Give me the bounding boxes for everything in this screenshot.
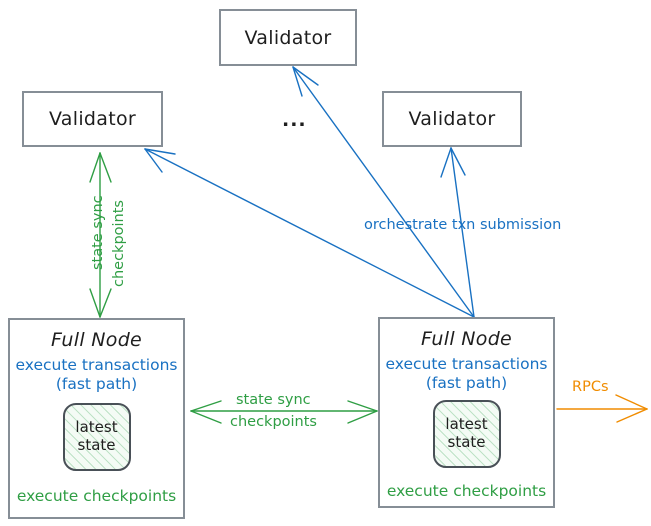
arrowhead-validator-top-a [292,66,303,97]
arrowhead-validator-left-b [144,148,163,173]
arrowhead-vertical-bottom-a [89,288,101,318]
full-node-left-box[interactable]: Full Node execute transactions (fast pat… [8,318,185,519]
arrowhead-vertical-top-a [89,152,101,183]
full-node-left-blue-text: execute transactions (fast path) [15,356,177,394]
validator-top-box[interactable]: Validator [219,9,357,66]
arrowhead-rpcs-b [616,408,648,423]
arrowhead-validator-right-b [450,147,466,176]
validator-top-label: Validator [244,26,332,49]
full-node-left-blue-line-2: (fast path) [55,374,138,393]
latest-state-right: latest state [432,399,501,468]
full-node-right-blue-line-2: (fast path) [425,373,508,392]
arrowhead-validator-top-b [292,66,319,86]
latest-state-right-line-1: latest [445,415,488,434]
arrowhead-horizontal-right-a [347,400,378,412]
full-node-left-blue-line-1: execute transactions [15,356,178,374]
label-rpcs: RPCs [572,379,609,395]
full-node-left-green-text: execute checkpoints [16,486,177,505]
validator-left-box[interactable]: Validator [22,91,163,147]
full-node-left-title: Full Node [50,329,143,351]
label-state-sync-horizontal-line-2: checkpoints [230,414,317,430]
latest-state-right-line-2: state [447,432,486,451]
label-state-sync-vertical-line-2: checkpoints [111,200,127,287]
arrowhead-horizontal-left-a [190,400,222,412]
full-node-right-box[interactable]: Full Node execute transactions (fast pat… [378,317,555,508]
arrowhead-validator-right-a [440,147,452,178]
label-orchestrate-txn-submission: orchestrate txn submission [364,217,562,233]
full-node-right-blue-text: execute transactions (fast path) [385,355,547,393]
latest-state-left-line-1: latest [75,418,118,437]
label-state-sync-vertical-line-1: state sync [90,195,106,270]
latest-state-left: latest state [62,402,131,471]
full-node-right-blue-line-1: execute transactions [385,355,548,373]
full-node-right-title: Full Node [420,328,513,350]
edge-rpcs [556,394,648,423]
arrowhead-vertical-top-b [99,152,112,183]
validator-right-label: Validator [408,108,496,130]
full-node-right-green-text: execute checkpoints [386,481,547,500]
validator-right-box[interactable]: Validator [382,91,522,147]
arrowhead-horizontal-left-b [190,410,222,424]
latest-state-left-line-2: state [77,435,116,454]
arrow-fullnode-to-validator-left [144,148,475,318]
validator-left-label: Validator [48,108,136,130]
arrowhead-validator-left-a [144,148,176,155]
arrowhead-vertical-bottom-b [99,288,112,318]
ellipsis-more-validators: ... [282,109,307,131]
label-state-sync-horizontal-line-1: state sync [236,392,311,408]
arrowhead-horizontal-right-b [347,410,378,424]
arrowhead-rpcs-a [615,394,648,410]
